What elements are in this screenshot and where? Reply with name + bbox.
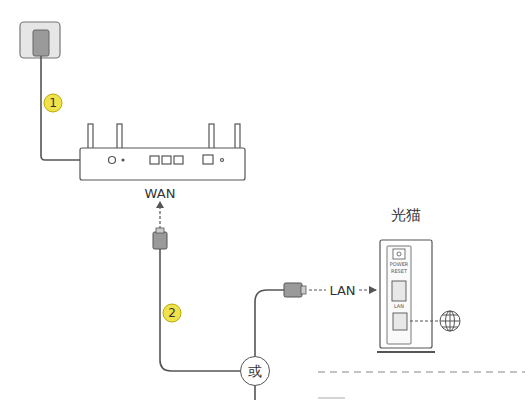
fiber-line (410, 320, 438, 321)
network-cable (254, 386, 256, 400)
option-circle: 或 (240, 356, 270, 386)
router (80, 124, 245, 180)
callout-circle (163, 304, 181, 322)
button-label: POWER (390, 262, 409, 267)
callout-circle (44, 94, 62, 112)
port-label: WAN (145, 187, 176, 200)
device-name: 光猫 (376, 206, 436, 224)
power-adapter (33, 30, 49, 56)
rj45-tip (301, 286, 306, 294)
callout-number: 2 (168, 307, 176, 319)
option-text: 或 (248, 363, 262, 380)
arrow-head (156, 201, 164, 208)
button-label: RESET (391, 269, 407, 274)
network-cable (160, 249, 240, 371)
edge-label: LAN (326, 283, 358, 298)
internet-globe (440, 311, 460, 331)
callout-number: 1 (49, 97, 57, 109)
lan-connection (255, 290, 376, 356)
port-label: LAN (394, 304, 404, 309)
modem-node: 光猫 (376, 206, 436, 352)
power-cable (41, 56, 108, 160)
rj45-tip (156, 228, 164, 233)
wall-socket (20, 22, 60, 58)
optical-modem (377, 240, 435, 352)
separator-line (318, 398, 345, 399)
rj45-plug (153, 232, 167, 249)
separator-line (318, 371, 525, 372)
insert-arrow (159, 208, 160, 229)
rj45-plug (284, 283, 302, 297)
